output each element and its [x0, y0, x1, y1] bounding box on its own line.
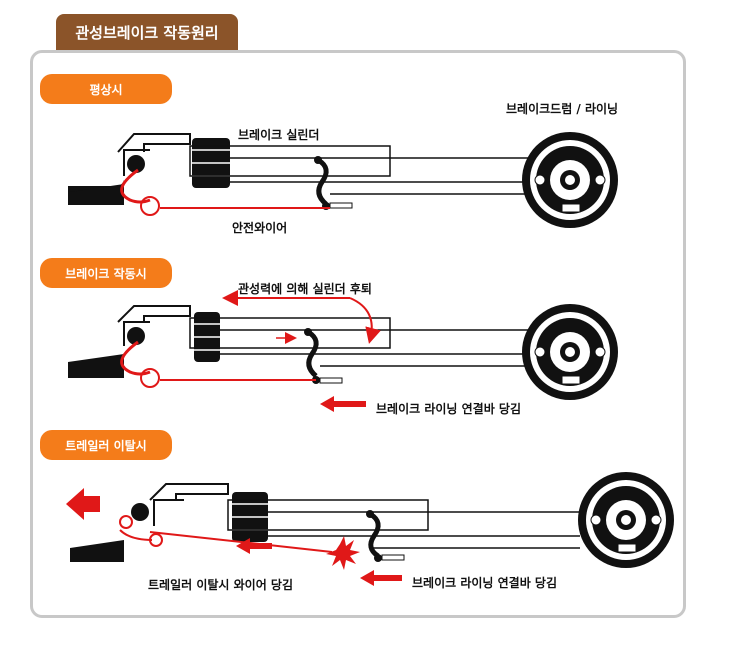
detach-pull-label: 브레이크 라이닝 연결바 당김: [412, 576, 558, 590]
brake-drum-icon: [522, 132, 618, 228]
wire-pull-label: 트레일러 이탈시 와이어 당김: [148, 578, 294, 592]
section-normal-mechanism: [68, 132, 618, 228]
section-braking-mechanism: [68, 290, 618, 412]
cylinder-label: 브레이크 실린더: [238, 128, 320, 142]
drum-label: 브레이크드럼 / 라이닝: [506, 102, 619, 116]
safety-wire-label: 안전와이어: [232, 221, 288, 235]
brake-drum-icon: [522, 304, 618, 400]
section-label-detach: 트레일러 이탈시: [40, 430, 172, 460]
braking-pull-label: 브레이크 라이닝 연결바 당김: [376, 402, 522, 416]
page-title: 관성브레이크 작동원리: [56, 14, 238, 50]
inertia-label: 관성력에 의해 실린더 후퇴: [238, 282, 372, 296]
section-detach-mechanism: [66, 472, 674, 586]
brake-drum-icon: [578, 472, 674, 568]
section-label-normal: 평상시: [40, 74, 172, 104]
section-label-braking: 브레이크 작동시: [40, 258, 172, 288]
